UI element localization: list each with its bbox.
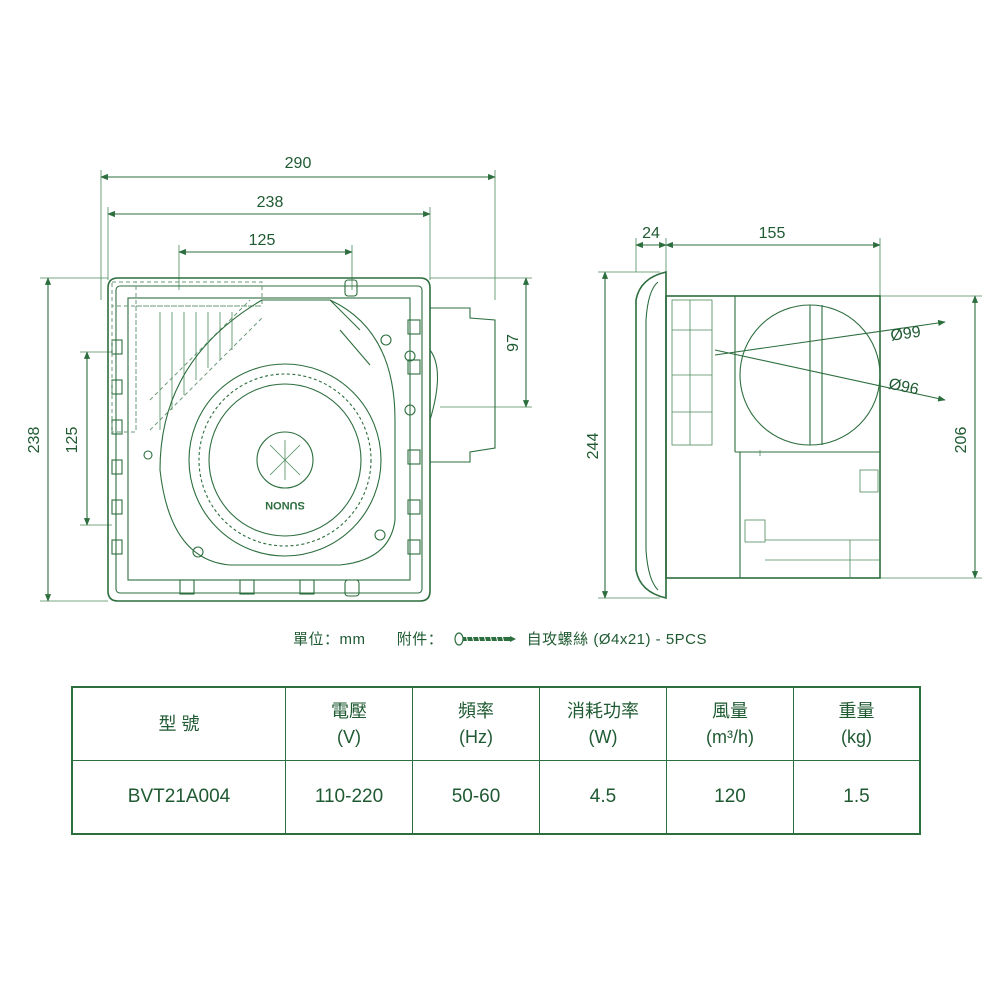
dim-duct-inner: Ø96 [887,376,920,399]
header-frequency: 頻率(Hz) [412,686,540,761]
accessory-label: 附件： [396,631,444,648]
dim-front-height-inner: 125 [64,427,81,454]
spec-table: 型 號 電壓(V) 頻率(Hz) 消耗功率(W) 風量(m³/h) 重量(kg)… [71,686,921,835]
dim-front-width-inner: 125 [249,232,276,249]
cell-model: BVT21A004 [71,760,286,835]
header-voltage: 電壓(V) [285,686,413,761]
header-airflow: 風量(m³/h) [666,686,794,761]
spec-table-header-row: 型 號 電壓(V) 頻率(Hz) 消耗功率(W) 風量(m³/h) 重量(kg) [71,686,921,761]
side-view: 24 155 244 206 Ø99 Ø96 [585,225,982,600]
front-view: 290 238 125 238 125 97 [26,155,532,602]
dim-front-height-body: 238 [26,427,43,454]
dim-duct-outer: Ø99 [889,324,921,345]
drawing-caption: 單位：mm 附件： 自攻螺絲 (Ø4x21) - 5PCS [0,628,1000,649]
cell-weight: 1.5 [793,760,921,835]
dim-side-flange: 24 [642,225,660,242]
technical-drawing: 290 238 125 238 125 97 [26,155,982,602]
accessory-item: 自攻螺絲 (Ø4x21) - 5PCS [526,631,708,648]
dim-side-height-body: 206 [953,427,970,454]
dim-front-width-overall: 290 [285,155,312,172]
cell-frequency: 50-60 [412,760,540,835]
brand-logo: SUNON [265,499,305,511]
table-row: BVT21A004 110-220 50-60 4.5 120 1.5 [71,760,921,835]
header-power: 消耗功率(W) [539,686,667,761]
dim-side-height-overall: 244 [585,433,602,460]
header-weight: 重量(kg) [793,686,921,761]
header-model: 型 號 [71,686,286,761]
screw-icon [454,631,516,646]
cell-airflow: 120 [666,760,794,835]
dim-side-depth: 155 [759,225,786,242]
dim-front-width-body: 238 [257,194,284,211]
unit-label: 單位：mm [292,631,366,648]
cell-power: 4.5 [539,760,667,835]
cell-voltage: 110-220 [285,760,413,835]
dim-front-right-offset: 97 [505,334,522,352]
